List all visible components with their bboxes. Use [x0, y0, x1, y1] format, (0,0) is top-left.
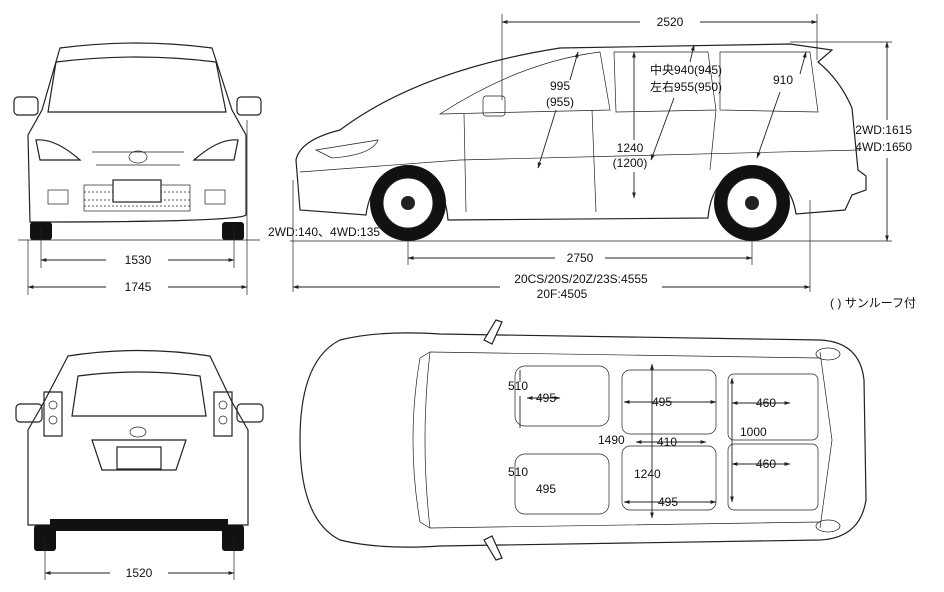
height-4wd-label: 4WD:1650	[855, 140, 912, 154]
front-seat-cushion-right: 495	[536, 482, 556, 496]
top-view: 510 495 510 495 495 1490 410 1240 495 46…	[299, 319, 867, 561]
interior-height-label: 1240	[617, 141, 644, 155]
front-seat-width-right: 510	[508, 465, 528, 479]
overall-length-label: 20CS/20S/20Z/23S:4555	[514, 272, 648, 286]
headroom-front-sunroof-label: (955)	[546, 95, 574, 109]
second-seat-left: 495	[652, 395, 672, 409]
wheelbase-label: 2750	[567, 251, 594, 265]
rear-tread-label: 1520	[126, 566, 153, 580]
ground-clearance-label: 2WD:140、4WD:135	[268, 225, 380, 239]
headroom-second-center-label: 中央940(945)	[650, 62, 722, 77]
front-view: 1530 1745	[13, 42, 262, 295]
third-seat-left: 460	[756, 396, 776, 410]
third-row-width-label: 1000	[740, 425, 767, 439]
second-seat-right: 495	[658, 495, 678, 509]
overall-length-20f-label: 20F:4505	[537, 287, 588, 301]
headroom-front-label: 995	[550, 79, 570, 93]
rear-view: 1520	[15, 349, 264, 580]
interior-width-label: 1490	[598, 433, 625, 447]
front-seat-width-left: 510	[508, 379, 528, 393]
second-seat-center: 410	[657, 435, 677, 449]
side-view: 2520 995 (955) 中央940(945) 左右955(950) 910…	[268, 14, 916, 310]
interior-length-label: 2520	[657, 15, 684, 29]
overall-width-label: 1745	[125, 280, 152, 294]
front-tread-label: 1530	[125, 253, 152, 267]
second-row-width-label: 1240	[634, 467, 661, 481]
front-seat-cushion-left: 495	[536, 391, 556, 405]
height-2wd-label: 2WD:1615	[855, 123, 912, 137]
third-seat-right: 460	[756, 457, 776, 471]
headroom-third-label: 910	[773, 73, 793, 87]
sunroof-note: ( ) サンルーフ付	[830, 296, 916, 310]
interior-height-sunroof-label: (1200)	[613, 156, 648, 170]
headroom-second-sides-label: 左右955(950)	[650, 79, 722, 94]
